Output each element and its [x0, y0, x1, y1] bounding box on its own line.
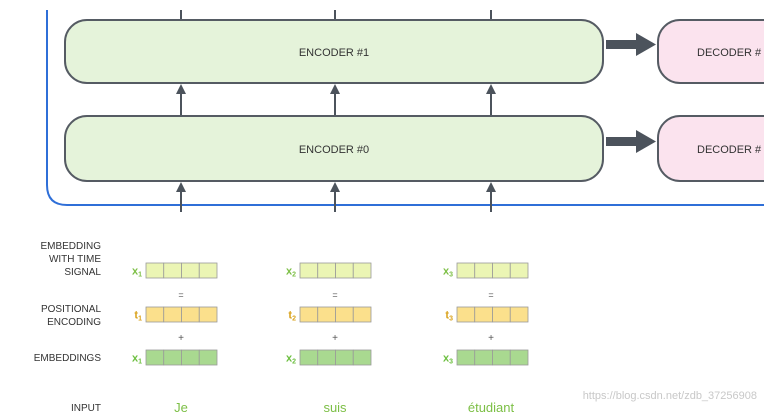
- decoder-0: DECODER #: [657, 115, 764, 182]
- signal-vector-cell: [474, 262, 493, 279]
- pos-vector-cell: [163, 306, 182, 323]
- pos-vector-cell: [474, 306, 493, 323]
- signal-vector-cell: [145, 262, 165, 279]
- pos-vector-cell: [299, 306, 319, 323]
- input-word-3: étudiant: [468, 400, 515, 415]
- emb-vector-cell: [456, 349, 476, 366]
- row-labels: EMBEDDING WITH TIME SIGNAL POSITIONAL EN…: [34, 241, 102, 414]
- pos-vector-cell: [509, 306, 529, 323]
- signal-symbol-1: x1: [132, 266, 142, 279]
- label-embedding-line2: WITH TIME: [49, 254, 101, 265]
- label-embedding-line3: SIGNAL: [64, 267, 101, 278]
- emb-vector-cell: [299, 349, 319, 366]
- watermark: https://blog.csdn.net/zdb_37256908: [583, 390, 757, 402]
- label-embedding-line1: EMBEDDING: [40, 241, 101, 252]
- decoder-1: DECODER #: [657, 19, 764, 84]
- pos-symbol-1: t1: [134, 310, 142, 323]
- plus-sign: +: [332, 333, 338, 344]
- pos-symbol-3: t3: [445, 310, 453, 323]
- equals-sign: =: [332, 290, 337, 300]
- arrows-top: [180, 10, 492, 20]
- emb-symbol-1: x1: [132, 353, 142, 366]
- signal-vector-cell: [299, 262, 319, 279]
- input-word-2: suis: [323, 400, 347, 415]
- plus-sign: +: [178, 333, 184, 344]
- plus-sign: +: [488, 333, 494, 344]
- signal-vector-cell: [492, 262, 511, 279]
- emb-vector-cell: [335, 349, 354, 366]
- signal-vector-cell: [352, 262, 372, 279]
- signal-vector-cell: [181, 262, 200, 279]
- emb-vector-cell: [352, 349, 372, 366]
- emb-symbol-3: x3: [443, 353, 453, 366]
- emb-vector-cell: [145, 349, 165, 366]
- equals-sign: =: [488, 290, 493, 300]
- pos-vector-cell: [456, 306, 476, 323]
- label-positional-line1: POSITIONAL: [41, 304, 101, 315]
- signal-vector-cell: [317, 262, 336, 279]
- encoder-1-label: ENCODER #1: [299, 47, 369, 59]
- label-input: INPUT: [71, 403, 101, 414]
- signal-symbol-2: x2: [286, 266, 296, 279]
- signal-vector-cell: [163, 262, 182, 279]
- pos-vector-cell: [492, 306, 511, 323]
- arrows-bottom: [176, 182, 496, 212]
- emb-vector-cell: [492, 349, 511, 366]
- signal-vector-cell: [198, 262, 218, 279]
- decoder-0-label: DECODER #: [697, 144, 762, 156]
- pos-vector-cell: [181, 306, 200, 323]
- decoder-1-label: DECODER #: [697, 47, 762, 59]
- emb-symbol-2: x2: [286, 353, 296, 366]
- encoder-0-label: ENCODER #0: [299, 144, 369, 156]
- emb-vector-cell: [474, 349, 493, 366]
- label-positional-line2: ENCODING: [47, 317, 101, 328]
- input-word-1: Je: [174, 400, 188, 415]
- pos-vector-cell: [352, 306, 372, 323]
- pos-symbol-2: t2: [288, 310, 296, 323]
- arrows-middle: [176, 84, 496, 116]
- encoder-1: ENCODER #1: [64, 19, 604, 84]
- encoder-stack-frame: [46, 10, 764, 206]
- signal-vector-cell: [509, 262, 529, 279]
- token-column-1: x1 t1 x1 = + Je: [132, 262, 218, 415]
- token-column-2: x2 t2 x2 = + suis: [286, 262, 372, 415]
- emb-vector-cell: [317, 349, 336, 366]
- encoder-0: ENCODER #0: [64, 115, 604, 182]
- emb-vector-cell: [198, 349, 218, 366]
- emb-vector-cell: [181, 349, 200, 366]
- signal-vector-cell: [335, 262, 354, 279]
- equals-sign: =: [178, 290, 183, 300]
- token-column-3: x3 t3 x3 = + étudiant: [443, 262, 529, 415]
- pos-vector-cell: [198, 306, 218, 323]
- label-embeddings: EMBEDDINGS: [34, 353, 102, 364]
- encoder-to-decoder-arrows: [606, 33, 656, 153]
- pos-vector-cell: [145, 306, 165, 323]
- emb-vector-cell: [163, 349, 182, 366]
- pos-vector-cell: [335, 306, 354, 323]
- signal-vector-cell: [456, 262, 476, 279]
- vector-columns: x1 t1 x1 = + Je x2 t2 x2 = + suis x3 t3 x3 = + étudiant: [132, 262, 529, 415]
- signal-symbol-3: x3: [443, 266, 453, 279]
- emb-vector-cell: [509, 349, 529, 366]
- pos-vector-cell: [317, 306, 336, 323]
